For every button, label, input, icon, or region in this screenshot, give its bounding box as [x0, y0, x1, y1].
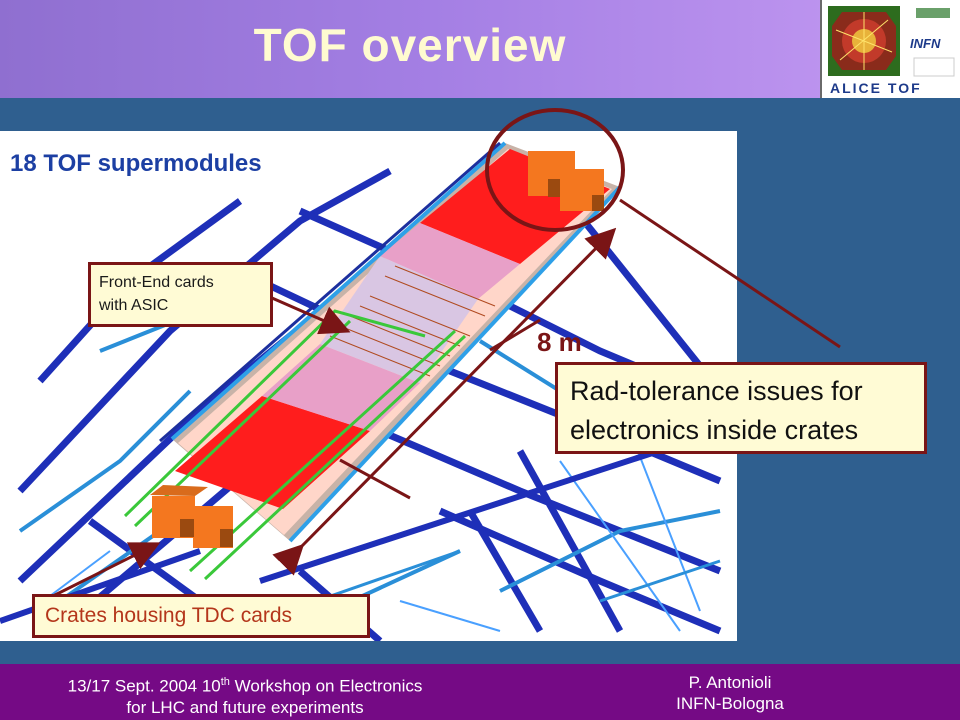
- footer-author-name: P. Antonioli: [688, 673, 772, 692]
- front-end-callout: Front-End cards with ASIC: [88, 262, 273, 327]
- dimension-arrow: [272, 227, 617, 576]
- rad-callout-line1: Rad-tolerance issues for: [570, 376, 863, 406]
- footer-event-line1: 13/17 Sept. 2004 10th Workshop on Electr…: [67, 676, 423, 696]
- crate-highlight-circle: [485, 108, 625, 232]
- alice-tof-logo: INFN ALICE TOF: [820, 0, 960, 98]
- crates-callout-arrow-1: [44, 542, 161, 602]
- rad-callout-line2: electronics inside crates: [570, 415, 859, 445]
- footer-author-affiliation: INFN-Bologna: [676, 694, 784, 713]
- front-end-callout-line2: with ASIC: [99, 297, 169, 314]
- rad-callout-line: [619, 198, 841, 349]
- slide-title: TOF overview: [253, 19, 567, 71]
- dimension-label: 8 m: [537, 327, 582, 357]
- infn-text: INFN: [910, 36, 941, 51]
- slide-footer: [0, 664, 960, 720]
- crates-callout: Crates housing TDC cards: [32, 594, 370, 638]
- slide-header: [0, 0, 960, 98]
- crates-callout-arrow-2: [339, 458, 411, 500]
- figure-label: 18 TOF supermodules: [10, 150, 262, 177]
- front-end-callout-line1: Front-End cards: [99, 274, 214, 291]
- dimension-label-leader: [489, 318, 541, 352]
- fe-callout-arrow: [271, 296, 351, 335]
- footer-author: P. Antonioli INFN-Bologna: [610, 672, 850, 714]
- footer-event-line2: for LHC and future experiments: [126, 697, 364, 717]
- rad-tolerance-callout: Rad-tolerance issues for electronics ins…: [555, 362, 927, 454]
- footer-event: 13/17 Sept. 2004 10th Workshop on Electr…: [10, 672, 480, 718]
- alice-tof-text: ALICE TOF: [830, 80, 922, 96]
